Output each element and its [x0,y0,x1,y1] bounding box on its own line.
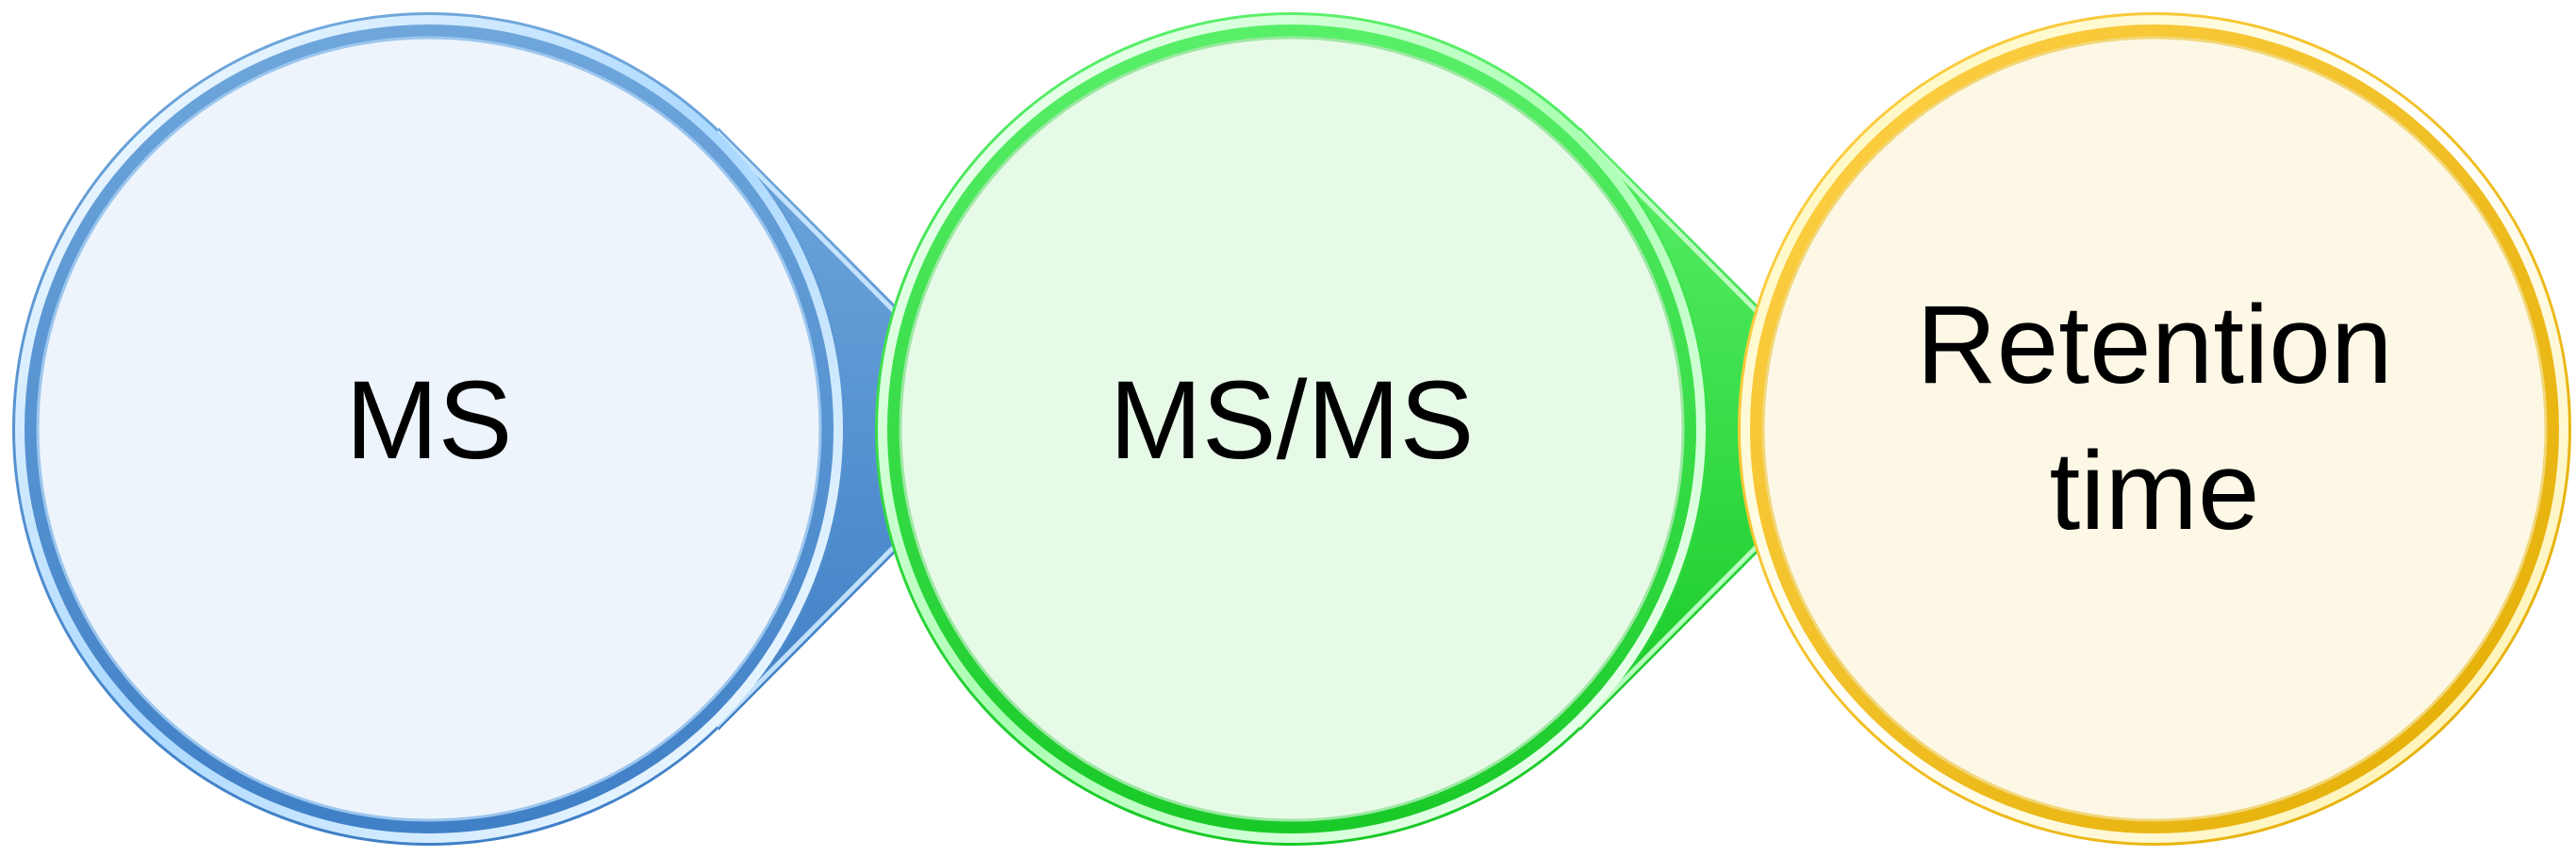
step-ms-inner-disc [36,36,822,822]
step-ms-ms-bevel-ring [878,15,1706,843]
step-retention-time-inner-disc [1761,36,2548,822]
step-ms-ms-inner-disc [899,36,1685,822]
step-retention-time-label-line-1: Retention [1916,283,2392,407]
step-retention-time-label-line-2: time [2050,429,2260,553]
step-ms-ms: MS/MS [875,12,1881,846]
step-retention-time-bevel-ring [1741,15,2568,843]
step-ms-ms-label: MS/MS [1110,358,1475,483]
step-ms-label: MS [346,358,513,483]
step-ms-bevel-ring [15,15,843,843]
step-ms: MS [12,12,1018,846]
step-retention-time: Retention time [1738,12,2571,846]
